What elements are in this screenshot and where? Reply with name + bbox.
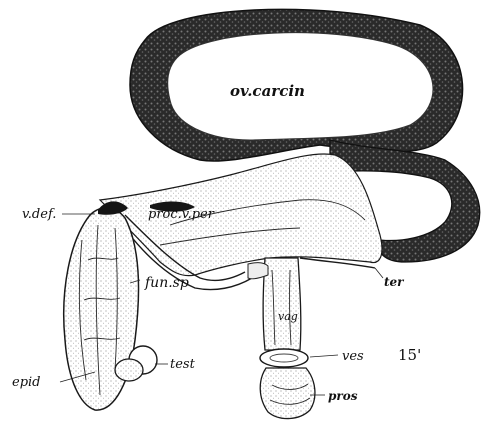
label-prostate: pros — [328, 389, 358, 403]
label-testis: test — [170, 357, 196, 372]
vesicle — [260, 349, 308, 367]
figure-number: 15' — [398, 346, 421, 364]
label-processus: proc.v.per — [148, 207, 215, 222]
vagina-tube — [263, 258, 301, 350]
label-vas-deferens: v.def. — [22, 207, 56, 222]
label-ovary: ov.carcin — [230, 82, 305, 100]
prostate — [260, 368, 315, 419]
label-funiculus: fun.sp — [144, 275, 189, 291]
label-ligament: ter — [384, 275, 405, 289]
label-vesicle: ves — [342, 349, 364, 364]
label-epididymis: epid — [12, 375, 41, 390]
label-vagina: vag — [278, 310, 298, 323]
peritoneal-sheet — [100, 154, 382, 276]
